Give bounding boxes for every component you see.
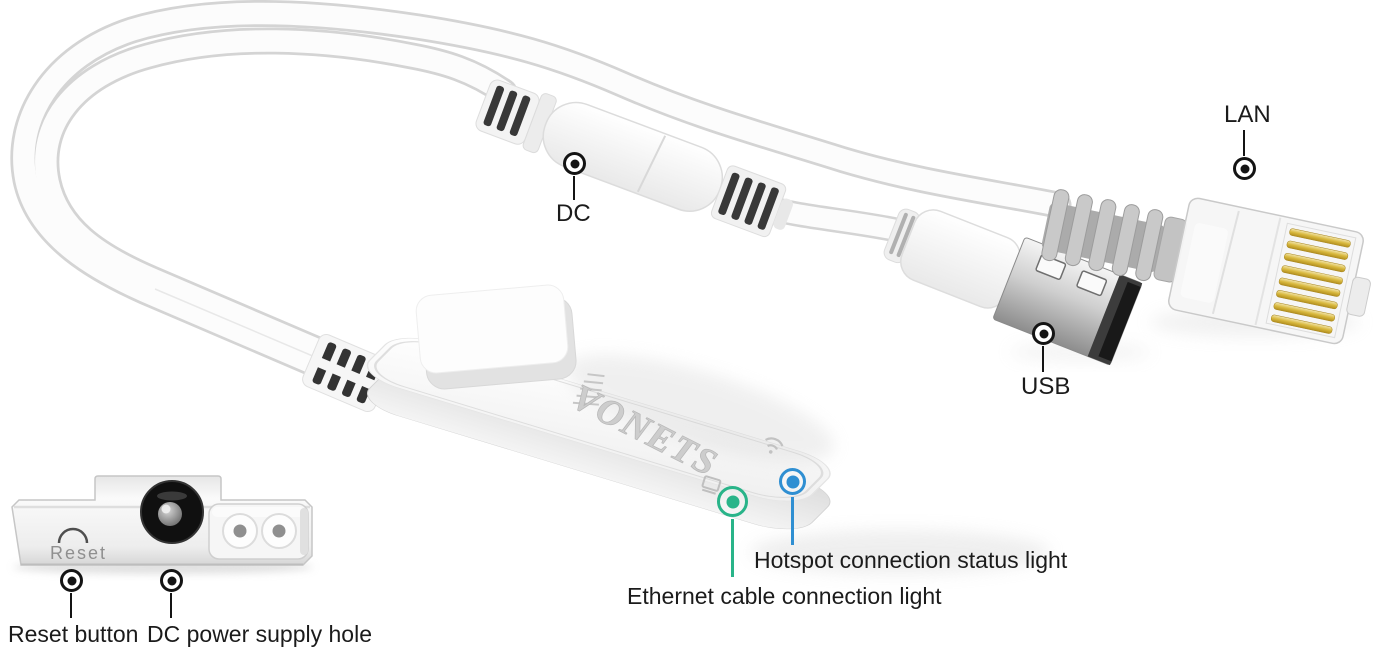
dc-barrel-seam — [636, 135, 667, 193]
hotspot-light-label: Hotspot connection status light — [754, 547, 1068, 573]
cable-to-dc — [35, 30, 515, 373]
ethernet-port-icon — [701, 475, 722, 495]
power-callout-marker — [160, 569, 183, 592]
device-face-shading — [565, 354, 835, 462]
device-shadow — [750, 530, 1050, 574]
usb-callout-marker — [1032, 322, 1055, 345]
dc-left-boot-ribs — [483, 85, 531, 136]
reset-callout-line — [69, 593, 72, 618]
device-button-top — [415, 284, 569, 374]
dc-boot-tip — [773, 198, 794, 230]
usb-shell-window-2 — [1076, 270, 1108, 297]
brand-logo-hatch — [572, 373, 605, 406]
strain-relief-band — [312, 355, 381, 393]
dc-label: DC — [556, 200, 591, 227]
lan-label: LAN — [1224, 101, 1271, 128]
usb-connector — [883, 208, 1143, 366]
usb-label: USB — [1021, 373, 1071, 400]
rj45-boot-ribs — [1041, 189, 1164, 282]
lan-callout-line — [1242, 130, 1245, 156]
power-hole-label: DC power supply hole — [147, 621, 373, 647]
reset-button-label: Reset button — [8, 621, 139, 647]
rj45-gold-pins — [1270, 228, 1351, 334]
rj45-latch — [1180, 223, 1228, 303]
dc-jack-pin — [158, 502, 182, 526]
dc-jack-glint — [157, 491, 187, 501]
ethernet-connection-led — [717, 486, 748, 517]
ethernet-light-label: Ethernet cable connection light — [627, 583, 942, 609]
rj45-connector — [1041, 189, 1371, 345]
rj45-facet-line-1 — [1211, 210, 1240, 315]
indicator-block-edge — [300, 508, 308, 555]
hotspot-callout-line — [791, 497, 794, 545]
cable-to-lan — [13, 2, 1069, 391]
dc-callout-marker — [563, 152, 586, 175]
reset-callout-marker — [60, 569, 83, 592]
reset-button-hole[interactable] — [57, 527, 89, 544]
indicator-window-2-dot — [272, 524, 286, 538]
rj45-pin-housing — [1265, 222, 1357, 339]
power-callout-line — [169, 593, 172, 618]
hotspot-status-led — [779, 468, 806, 495]
indicator-block-highlight — [212, 507, 305, 517]
ethernet-callout-line — [731, 519, 734, 577]
rj45-facet-line-2 — [1254, 217, 1282, 326]
wifi-signal-icon — [765, 437, 784, 454]
indicator-window-1-dot — [233, 524, 247, 538]
usb-callout-line — [1041, 346, 1044, 372]
device-end-view: Reset — [11, 475, 313, 574]
reset-engraving: Reset — [50, 543, 107, 563]
dc-jack-highlight — [161, 504, 171, 514]
dc-callout-line — [572, 176, 575, 200]
rj45-strain-nub — [1346, 276, 1371, 317]
dc-right-boot-ribs — [718, 172, 779, 230]
usb-opening-inner — [1098, 281, 1141, 362]
lan-callout-marker — [1233, 157, 1256, 180]
usb-collar-ribs — [889, 212, 916, 258]
wifi-bridge-device: VONETS — [366, 284, 835, 530]
dc-inline-connector — [475, 79, 794, 238]
